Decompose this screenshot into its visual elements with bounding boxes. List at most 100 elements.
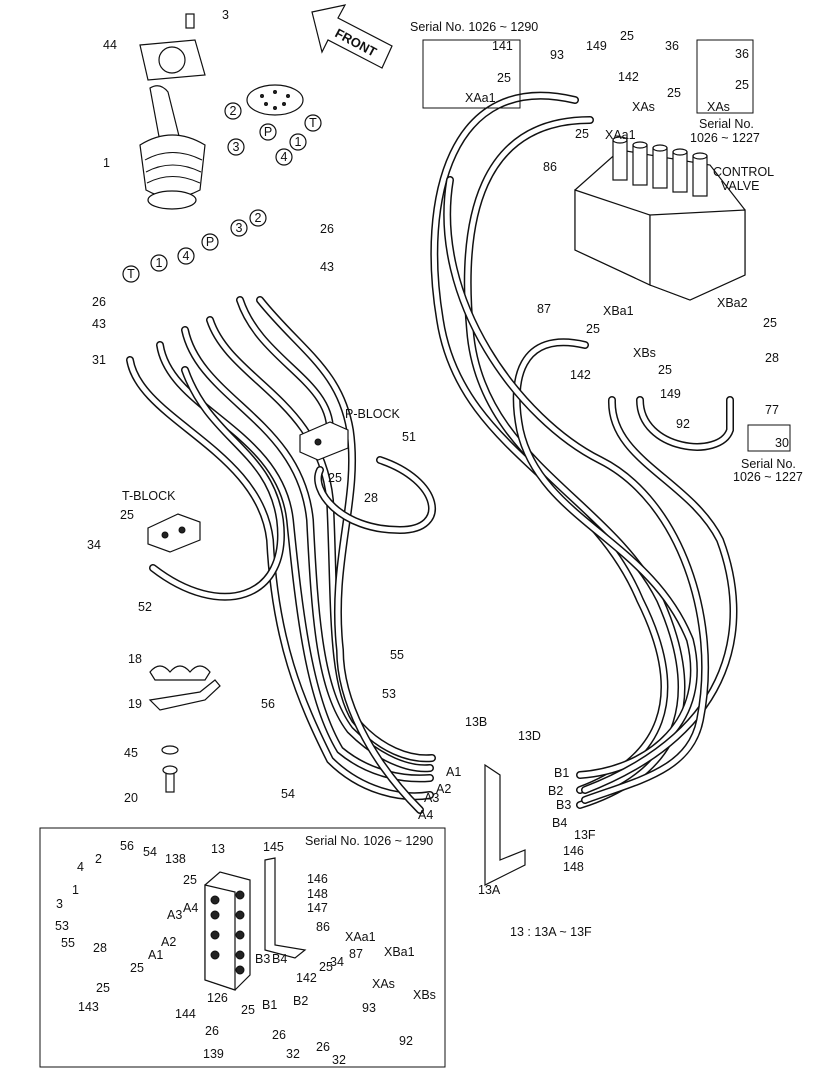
block-port	[235, 930, 245, 940]
joystick	[139, 13, 206, 210]
callout-label: 20	[124, 791, 138, 805]
callout-label: B1	[554, 766, 569, 780]
hose-inner	[637, 397, 733, 450]
serial-inset-label: Serial No. 1026 ~ 1290	[305, 834, 433, 848]
port-label-top: P	[264, 125, 272, 139]
callout-label: A4	[418, 808, 433, 822]
callout-label: 28	[364, 491, 378, 505]
callout-label: 53	[382, 687, 396, 701]
port-label-top-circle	[224, 102, 242, 120]
control-valve-label-1: CONTROL	[713, 165, 774, 179]
inset-callout-label: 148	[307, 887, 328, 901]
inset-callout-label: 54	[143, 845, 157, 859]
callout-label: 25	[658, 363, 672, 377]
inset-callout-label: B1	[262, 998, 277, 1012]
callout-label: XAa1	[605, 128, 636, 142]
port-label-top-circle	[275, 148, 293, 166]
valve-spool-cap	[632, 141, 648, 149]
inset-callout-label: 86	[316, 920, 330, 934]
part-30-box	[747, 424, 791, 452]
callout-label: 56	[261, 697, 275, 711]
callout-label: 36	[665, 39, 679, 53]
inset-callout-label: 26	[272, 1028, 286, 1042]
callout-label: 43	[92, 317, 106, 331]
hose-inner	[237, 297, 333, 433]
callout-label: 26	[92, 295, 106, 309]
block-port	[210, 950, 220, 960]
callout-label: 51	[402, 430, 416, 444]
callout-label: XBa1	[603, 304, 634, 318]
inset-callout-label: B4	[272, 952, 287, 966]
callout-label: A3	[424, 791, 439, 805]
t-block	[147, 513, 201, 553]
callout-label: A2	[436, 782, 451, 796]
callout-label: 13A	[478, 883, 501, 897]
inset-callout-label: A2	[161, 935, 176, 949]
inset-callout-label: A1	[148, 948, 163, 962]
inset-callout-label: 146	[307, 872, 328, 886]
callout-label: 55	[390, 648, 404, 662]
p-block	[299, 421, 349, 461]
callout-label: B3	[556, 798, 571, 812]
inset-callout-label: 1	[72, 883, 79, 897]
inset-callout-label: 34	[330, 955, 344, 969]
block-port	[235, 950, 245, 960]
callout-label: 28	[765, 351, 779, 365]
port-label-mid-circle	[177, 247, 195, 265]
block-port	[210, 910, 220, 920]
callout-label: XAs	[632, 100, 655, 114]
callout-label: 36	[735, 47, 749, 61]
inset-callout-label: 28	[93, 941, 107, 955]
inset-callout-label: XAa1	[345, 930, 376, 944]
valve-spool	[652, 147, 668, 189]
inset-callout-label: 92	[399, 1034, 413, 1048]
hose-inner	[444, 177, 708, 803]
port-label-mid-circle	[201, 233, 219, 251]
hose-inner	[127, 357, 433, 799]
port-label-mid-circle	[249, 209, 267, 227]
inset-callout-label: 138	[165, 852, 186, 866]
callout-label: 25	[735, 78, 749, 92]
port-label-mid: P	[206, 235, 214, 249]
inset-callout-label: 93	[362, 1001, 376, 1015]
serial-mid-right-line1: Serial No.	[741, 457, 796, 471]
hose	[512, 338, 698, 779]
port-plate	[246, 84, 304, 116]
callout-label: 146	[563, 844, 584, 858]
valve-spool-cap	[692, 152, 708, 160]
inset-callout-label: 139	[203, 1047, 224, 1061]
callout-labels: 2PT34132P41T3441264326433114125XAa193149…	[55, 8, 789, 1067]
inset-callout-label: 26	[316, 1040, 330, 1054]
callout-label: 25	[586, 322, 600, 336]
callout-label: 26	[320, 222, 334, 236]
inset-callout-label: A3	[167, 908, 182, 922]
callout-label: 52	[138, 600, 152, 614]
callout-label: 142	[570, 368, 591, 382]
inset-callout-label: 26	[205, 1024, 219, 1038]
inset-callout-label: 32	[332, 1053, 346, 1067]
port-label-mid: 3	[236, 221, 243, 235]
inset-callout-label: 145	[263, 840, 284, 854]
port-label-top-circle	[304, 114, 322, 132]
callout-label: 142	[618, 70, 639, 84]
valve-spool	[632, 144, 648, 186]
inset-callout-label: 56	[120, 839, 134, 853]
inset-callout-label: XAs	[372, 977, 395, 991]
inset-callout-label: B3	[255, 952, 270, 966]
valve-spool-cap	[652, 144, 668, 152]
hose-inner	[257, 297, 423, 813]
port-label-top: 2	[230, 104, 237, 118]
hose-inner	[431, 93, 667, 793]
valve-spool-cap	[612, 136, 628, 144]
serial-right-line1: Serial No.	[699, 117, 754, 131]
hose-inner	[207, 317, 435, 761]
port-label-mid-circle	[230, 219, 248, 237]
callout-label: 30	[775, 436, 789, 450]
inset-callout-label: 25	[319, 960, 333, 974]
port-label-top: 3	[233, 140, 240, 154]
inset-callout-label: 126	[207, 991, 228, 1005]
callout-label: 25	[575, 127, 589, 141]
inset-callout-label: 13	[211, 842, 225, 856]
callout-label: 25	[328, 471, 342, 485]
inset-callout-label: 142	[296, 971, 317, 985]
